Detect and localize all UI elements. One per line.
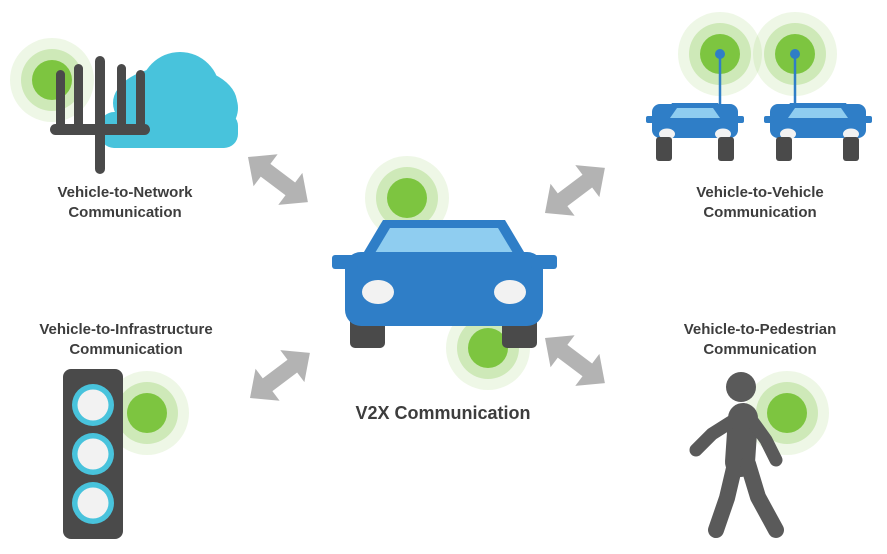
label-vehicle-to-vehicle-line2: Communication — [703, 204, 817, 221]
pedestrian-signal-icon — [745, 371, 829, 455]
label-vehicle-to-infrastructure-line2: Communication — [69, 341, 183, 358]
cell-tower-icon — [50, 56, 150, 174]
car-icon-v2v-right — [764, 49, 872, 161]
label-vehicle-to-network: Vehicle-to-Network Communication — [15, 183, 235, 223]
label-vehicle-to-infrastructure: Vehicle-to-Infrastructure Communication — [0, 320, 252, 360]
double-arrow-icon-top-right — [532, 151, 617, 229]
double-arrow-icon-bottom-right — [532, 322, 617, 400]
label-vehicle-to-pedestrian: Vehicle-to-Pedestrian Communication — [640, 320, 880, 360]
label-vehicle-to-pedestrian-line1: Vehicle-to-Pedestrian — [683, 321, 837, 338]
traffic-light-icon — [63, 369, 123, 539]
label-v2x-communication: V2X Communication — [355, 403, 531, 423]
pedestrian-icon — [689, 372, 784, 538]
label-vehicle-to-infrastructure-line1: Vehicle-to-Infrastructure — [39, 321, 213, 338]
car-icon-center — [332, 220, 557, 348]
label-vehicle-to-network-line2: Communication — [68, 204, 182, 221]
label-vehicle-to-vehicle: Vehicle-to-Vehicle Communication — [640, 183, 880, 223]
label-vehicle-to-network-line1: Vehicle-to-Network — [57, 184, 193, 201]
double-arrow-icon-top-left — [235, 141, 320, 219]
car-icon-v2v-left — [646, 49, 744, 161]
label-vehicle-to-vehicle-line1: Vehicle-to-Vehicle — [696, 184, 824, 201]
label-vehicle-to-pedestrian-line2: Communication — [703, 341, 817, 358]
